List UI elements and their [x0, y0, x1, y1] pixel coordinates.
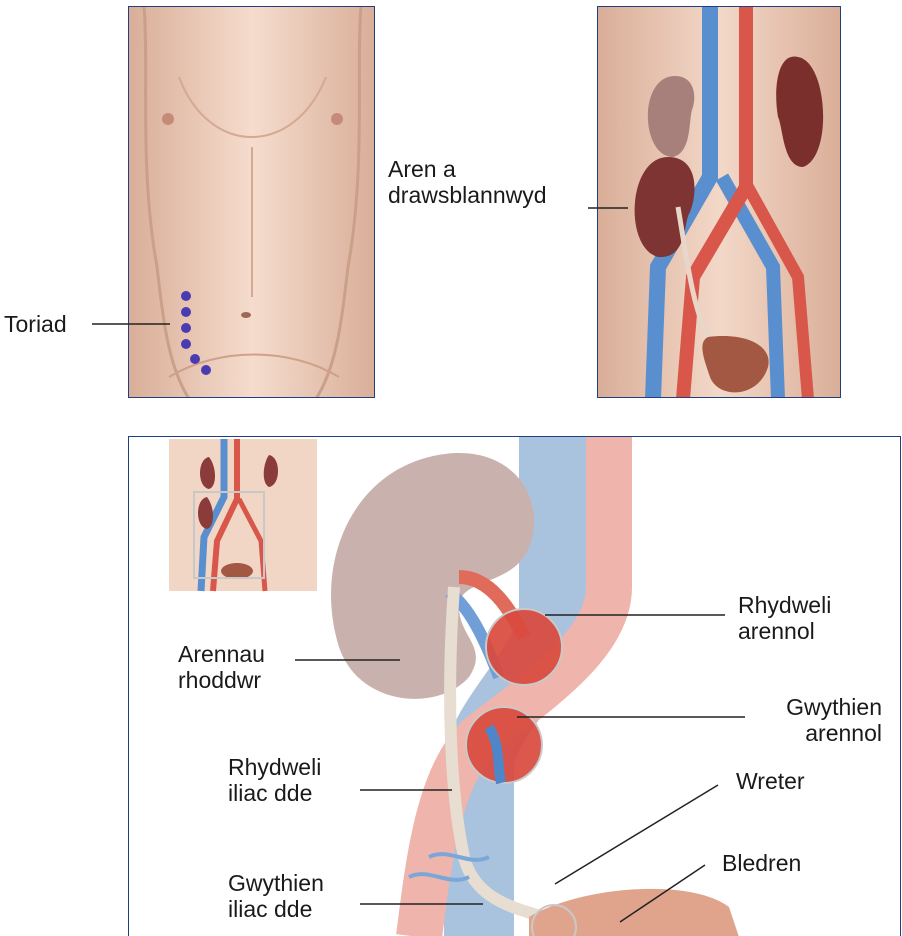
label-donor-kidney: Arennau rhoddwr — [178, 641, 265, 693]
label-renal-vein: Gwythien arennol — [752, 694, 882, 746]
torso-panel — [128, 6, 375, 398]
incision-marks — [129, 7, 375, 398]
label-incision: Toriad — [4, 311, 67, 337]
label-right-iliac-vein: Gwythien iliac dde — [228, 870, 324, 922]
label-renal-artery: Rhydweli arennol — [738, 592, 831, 644]
bladder-shape — [529, 889, 739, 936]
label-bladder: Bledren — [722, 850, 801, 876]
inset-overview — [169, 439, 317, 591]
label-right-iliac-artery: Rhydweli iliac dde — [228, 754, 321, 806]
transplant-illustration — [598, 7, 841, 398]
transplant-panel — [597, 6, 841, 398]
label-transplanted-kidney: Aren a drawsblannwyd — [388, 156, 547, 208]
label-ureter: Wreter — [736, 768, 805, 794]
